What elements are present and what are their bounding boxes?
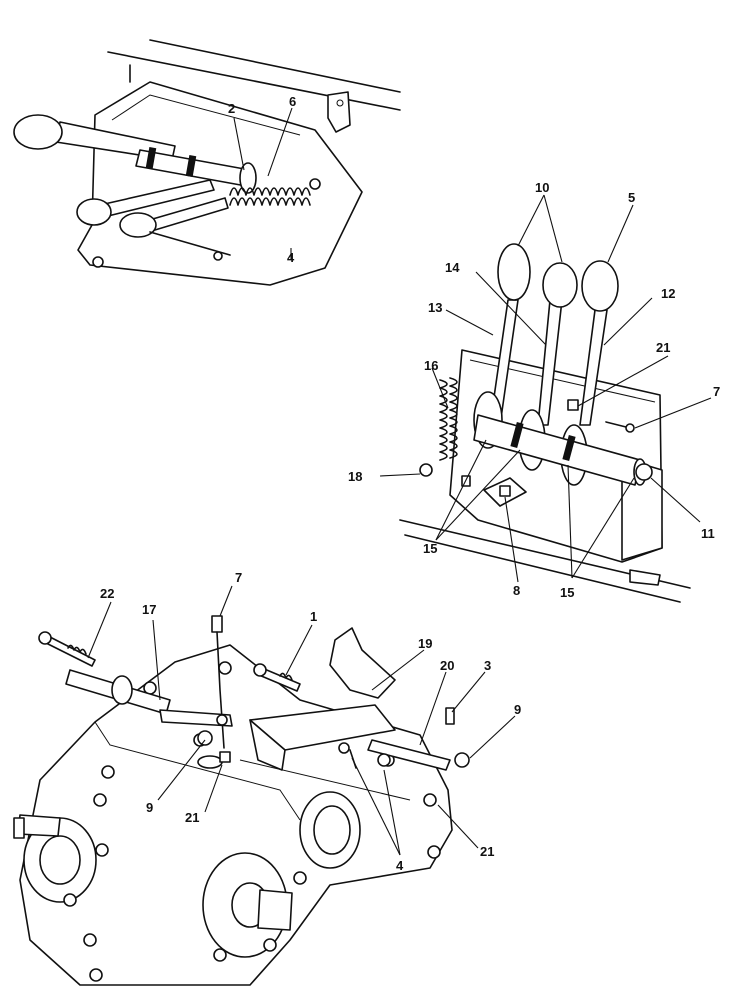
callout-4-top: 4 <box>287 250 295 265</box>
top-left-lever-assembly: 2 6 4 <box>13 39 401 286</box>
callout-5: 5 <box>628 190 635 205</box>
callout-14: 14 <box>445 260 460 275</box>
callout-21-bottom: 21 <box>480 844 494 859</box>
right-control-lever-assembly: 10 5 14 12 13 21 16 7 18 11 15 8 15 <box>348 180 720 603</box>
bottom-transmission-assembly: 7 22 17 1 19 20 3 9 9 21 21 4 <box>13 570 521 986</box>
callout-1: 1 <box>310 609 317 624</box>
callout-15-left: 15 <box>423 541 437 556</box>
callout-7-right: 7 <box>713 384 720 399</box>
callout-2: 2 <box>228 101 235 116</box>
callout-3: 3 <box>484 658 491 673</box>
callout-19: 19 <box>418 636 432 651</box>
callout-13: 13 <box>428 300 442 315</box>
callout-17: 17 <box>142 602 156 617</box>
callout-12: 12 <box>661 286 675 301</box>
callout-20: 20 <box>440 658 454 673</box>
callout-4-bottom: 4 <box>396 858 404 873</box>
callout-16: 16 <box>424 358 438 373</box>
callout-10: 10 <box>535 180 549 195</box>
callout-9-right: 9 <box>514 702 521 717</box>
callout-18: 18 <box>348 469 362 484</box>
housing-bolts <box>63 661 441 982</box>
callout-8: 8 <box>513 583 520 598</box>
callout-7-bottom: 7 <box>235 570 242 585</box>
callout-6: 6 <box>289 94 296 109</box>
callout-11: 11 <box>701 526 715 541</box>
callout-21-right: 21 <box>656 340 670 355</box>
callout-15-right: 15 <box>560 585 574 600</box>
callout-21-left: 21 <box>185 810 199 825</box>
callout-22: 22 <box>100 586 114 601</box>
callout-9-left: 9 <box>146 800 153 815</box>
